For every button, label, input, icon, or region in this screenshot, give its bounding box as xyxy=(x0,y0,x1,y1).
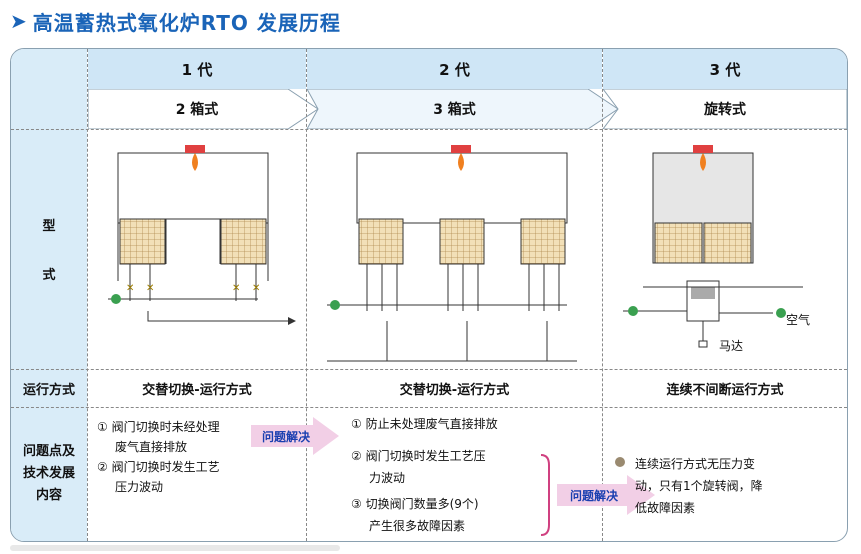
gen2-problem-line: 产生很多故障因素 xyxy=(369,519,466,533)
gen3-problem-list: 连续运行方式无压力变 动，只有1个旋转阀，降 低故障因素 xyxy=(615,453,763,519)
gen1-type: 2 箱式 xyxy=(175,102,219,118)
gen2-diagram xyxy=(327,145,577,362)
gen1-problem-line: ① 阀门切换时未经处理 xyxy=(97,420,220,434)
row-label-problems: 问题点及 技术发展 内容 xyxy=(11,407,87,541)
gen3-problem-line: 低故障因素 xyxy=(635,501,696,515)
row-label-type: 型 式 xyxy=(11,129,87,369)
page-title: ➤ 高温蓄热式氧化炉RTO 发展历程 xyxy=(10,6,341,36)
svg-text:✕: ✕ xyxy=(232,283,240,294)
gen2-problem-line: 力波动 xyxy=(369,471,406,485)
gen2-header: 2 代 xyxy=(307,49,602,89)
svg-text:✕: ✕ xyxy=(146,283,154,294)
gen1-header: 1 代 xyxy=(88,49,306,89)
grid-line xyxy=(11,369,847,370)
gen2-problem-line: ③ 切换阀门数量多(9个) xyxy=(351,497,479,511)
air-label: 空气 xyxy=(786,313,811,327)
gen1-problem-list: ① 阀门切换时未经处理 废气直接排放 ② 阀门切换时发生工艺 压力波动 xyxy=(97,417,220,497)
gen1-problem-line: 压力波动 xyxy=(115,480,164,494)
grid-line xyxy=(11,129,847,130)
bracket xyxy=(540,454,550,536)
svg-text:✕: ✕ xyxy=(126,283,134,294)
type-chevron-row xyxy=(88,89,847,129)
bullet-icon xyxy=(615,457,625,467)
fix-arrow-2 xyxy=(557,475,655,515)
row-label-problems-1: 问题点及 xyxy=(22,444,75,459)
gen2-problem-line: ② 阀门切换时发生工艺压 xyxy=(351,449,486,463)
row-label-operation: 运行方式 xyxy=(11,369,87,407)
gen2-operation: 交替切换-运行方式 xyxy=(399,382,510,398)
gen3-header: 3 代 xyxy=(603,49,847,89)
gen1-operation: 交替切换-运行方式 xyxy=(142,382,252,398)
gen3-operation: 连续不间断运行方式 xyxy=(666,382,784,398)
gen1-diagram: ✕ ✕ ✕ ✕ xyxy=(108,145,296,325)
fix-arrow-1 xyxy=(251,417,339,455)
gen1-problem-line: ② 阀门切换时发生工艺 xyxy=(97,460,220,474)
row-label-type-1: 型 xyxy=(42,219,56,234)
footer-bar xyxy=(10,545,340,551)
svg-text:✕: ✕ xyxy=(252,283,260,294)
gen3-problem-line: 动，只有1个旋转阀，降 xyxy=(635,479,763,493)
fix-label-1: 问题解决 xyxy=(261,429,310,444)
chevron-right-icon: ➤ xyxy=(10,9,27,33)
row-label-type-2: 式 xyxy=(42,268,56,283)
fix-label-2: 问题解决 xyxy=(569,488,618,503)
grid-line xyxy=(87,49,88,541)
page-title-text: 高温蓄热式氧化炉RTO 发展历程 xyxy=(32,10,341,35)
rto-history-table: 型 式 运行方式 问题点及 技术发展 内容 1 代 2 代 3 代 2 箱式 3… xyxy=(10,48,848,542)
row-label-problems-3: 内容 xyxy=(35,488,62,503)
corner-cell xyxy=(11,49,87,129)
grid-line xyxy=(602,49,603,541)
gen1-problem-line: 废气直接排放 xyxy=(115,440,188,454)
gen3-type: 旋转式 xyxy=(704,102,746,118)
grid-line xyxy=(306,49,307,541)
gen3-problem-line: 连续运行方式无压力变 xyxy=(635,457,756,471)
gen3-diagram xyxy=(623,145,803,348)
row-label-problems-2: 技术发展 xyxy=(22,466,75,481)
gen2-problem-line: ① 防止未处理废气直接排放 xyxy=(351,417,498,431)
gen2-problem-list: ① 防止未处理废气直接排放 ② 阀门切换时发生工艺压 力波动 ③ 切换阀门数量多… xyxy=(351,413,498,537)
grid-line xyxy=(11,407,847,408)
motor-label: 马达 xyxy=(719,339,744,353)
gen2-type: 3 箱式 xyxy=(433,102,476,118)
